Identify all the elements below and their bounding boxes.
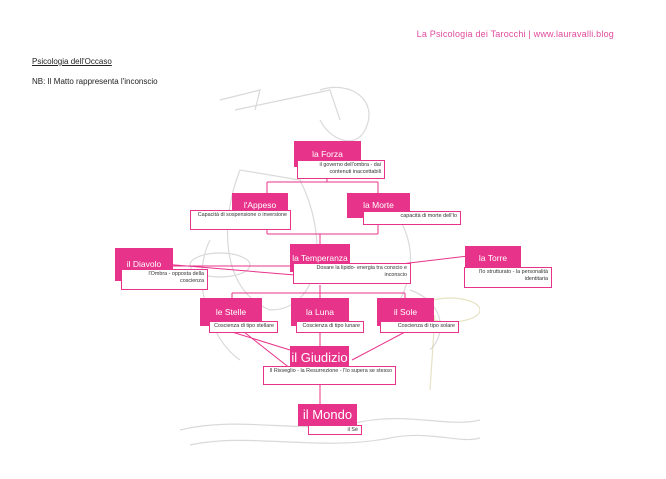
desc-forza: il governo dell'ombra - dai contenuti in…	[297, 160, 385, 179]
desc-stelle: Coscienza di tipo stellare	[209, 321, 278, 333]
site-header-link[interactable]: La Psicologia dei Tarocchi | www.laurava…	[416, 29, 614, 39]
page-title: Psicologia dell'Occaso	[32, 57, 112, 66]
desc-giudizio: Il Risveglio - la Resurrezione - l'Io su…	[263, 366, 396, 385]
card-torre[interactable]: la Torre	[465, 246, 521, 271]
card-mondo[interactable]: il Mondo	[298, 404, 357, 426]
page-note: NB: Il Matto rappresenta l'inconscio	[32, 77, 158, 86]
desc-temperanza: Dosare la lipido- energia tra conscio e …	[293, 263, 411, 284]
desc-torre: l'Io strutturato - la personalità identi…	[464, 267, 552, 288]
card-giudizio[interactable]: il Giudizio	[290, 346, 349, 369]
desc-diavolo: l'Ombra - opposta della coscienza	[121, 269, 208, 290]
desc-sole: Coscienza di tipo solare	[380, 321, 459, 333]
desc-morte: capacità di morte dell'Io	[363, 211, 461, 225]
desc-luna: Coscienza di tipo lunare	[296, 321, 364, 333]
desc-appeso: Capacità di sospensione o inversione	[190, 210, 291, 230]
desc-mondo: il Sé	[308, 425, 362, 435]
